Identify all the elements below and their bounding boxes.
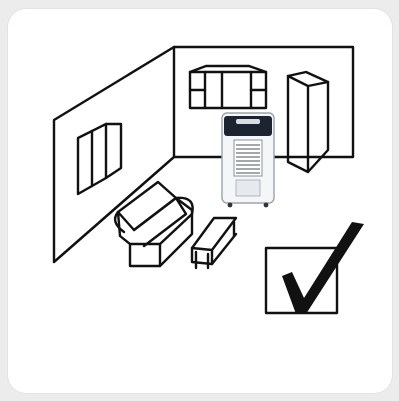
table-icon xyxy=(192,218,236,268)
sofa-icon xyxy=(115,182,193,266)
back-window-icon xyxy=(190,66,266,108)
air-cooler-icon xyxy=(222,113,274,207)
checkmark-icon xyxy=(282,222,364,314)
side-window-icon xyxy=(78,124,121,194)
